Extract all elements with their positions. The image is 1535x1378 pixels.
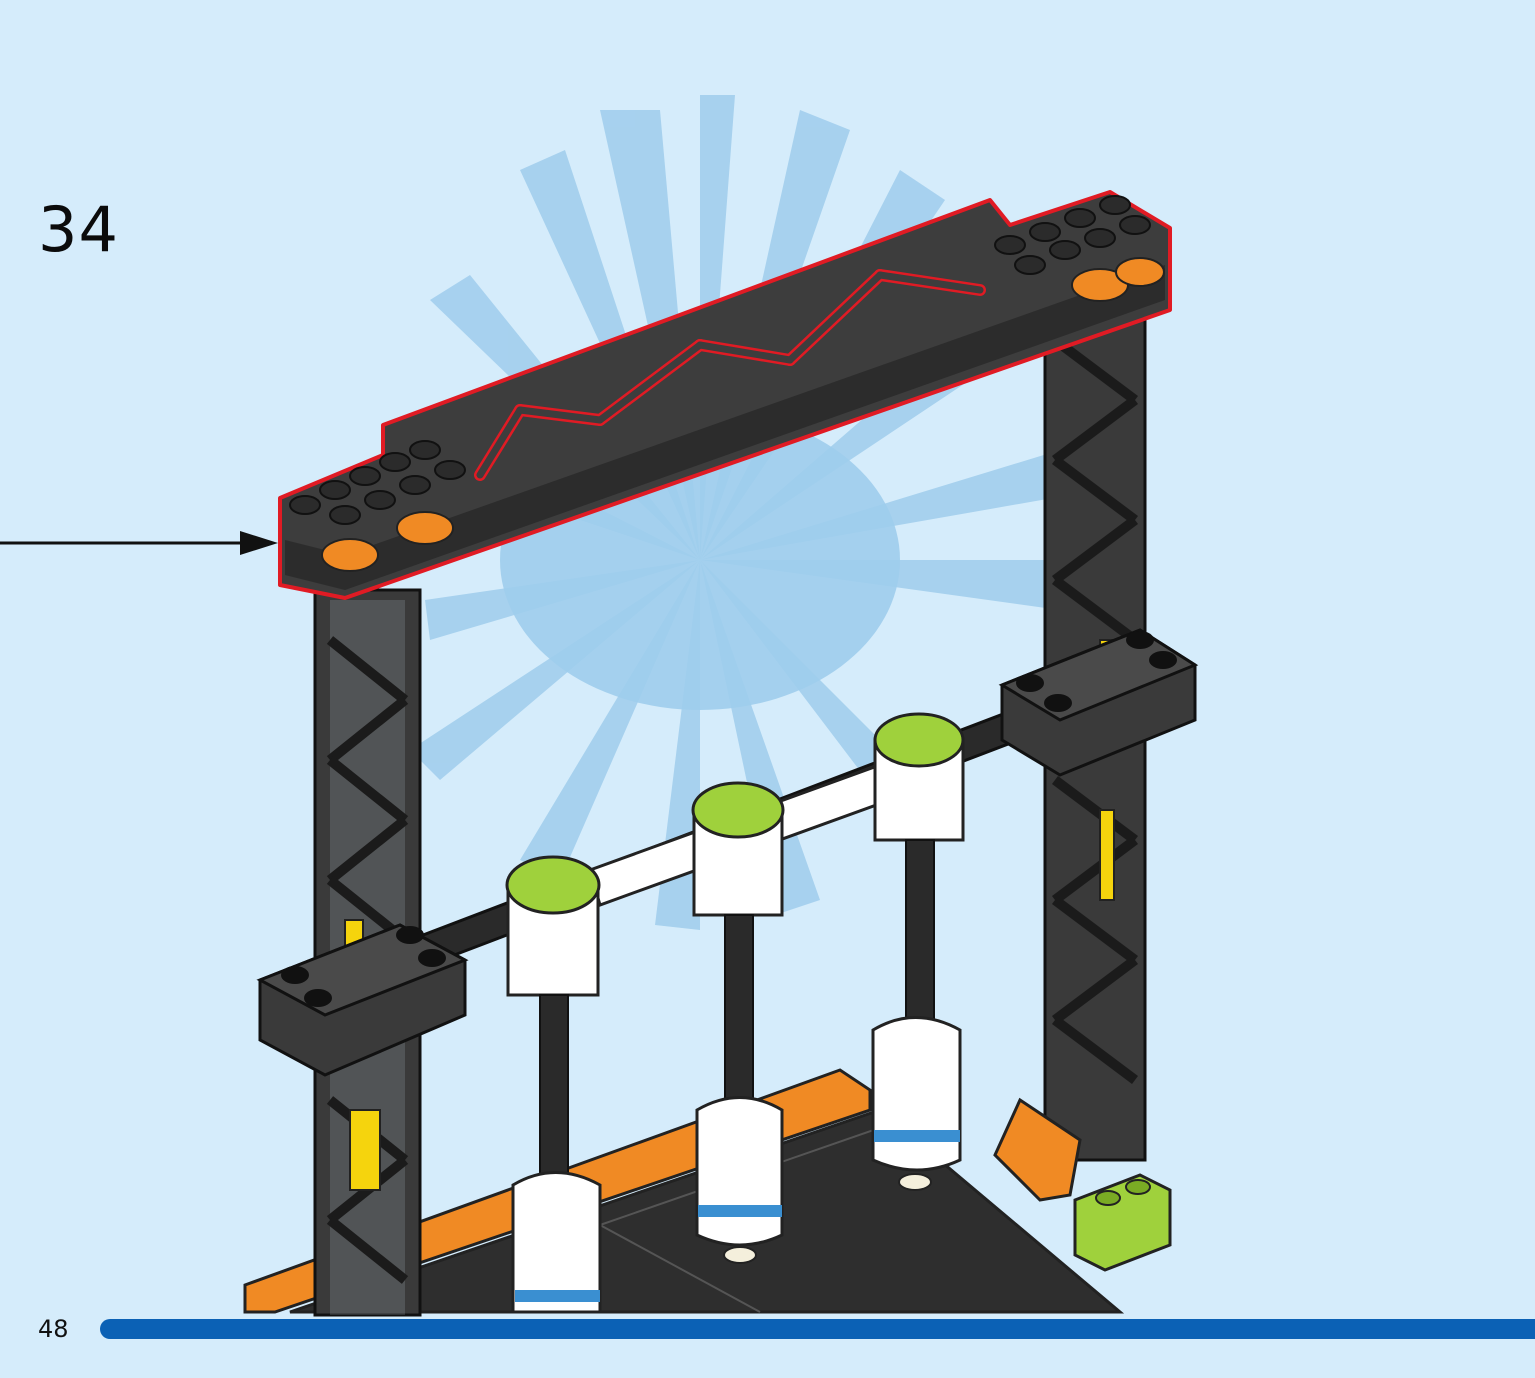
capsule-left [505,855,602,1314]
arrow-right-icon [0,531,278,555]
top-beam-new-part [278,190,1172,600]
left-clamp-block [256,923,469,1077]
right-clamp-block [998,628,1199,777]
lime-brick [1073,1173,1172,1272]
capsule-middle [691,781,785,1264]
page-number: 48 [38,1315,69,1343]
step-number: 34 [38,193,119,266]
footer-bar [100,1319,1535,1339]
capsule-right [871,712,965,1191]
orange-handle [993,1097,1082,1202]
